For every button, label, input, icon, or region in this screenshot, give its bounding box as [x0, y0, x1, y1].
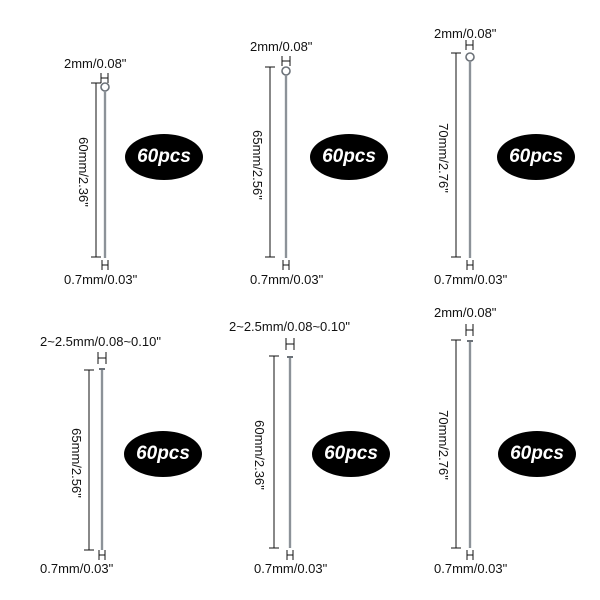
eye-pin-diagram: [451, 40, 475, 270]
product-cell: 2mm/0.08" 70mm/2.76" 0.7mm/0.03" 60pcs: [400, 300, 600, 600]
length-dimension-label: 60mm/2.36": [252, 420, 267, 490]
pin-head: [99, 368, 105, 370]
pin-loop: [465, 52, 475, 62]
wire-dimension-label: 0.7mm/0.03": [434, 272, 508, 287]
eye-pin-diagram: [265, 56, 291, 270]
quantity-badge: 60pcs: [124, 431, 202, 477]
quantity-badge: 60pcs: [312, 431, 390, 477]
head-dimension-label: 2mm/0.08": [250, 39, 313, 54]
length-dimension-label: 60mm/2.36": [76, 137, 91, 207]
product-cell: 2~2.5mm/0.08~0.10" 65mm/2.56" 0.7mm/0.03…: [0, 300, 202, 600]
length-dimension-label: 70mm/2.76": [436, 123, 451, 193]
head-dimension-label: 2mm/0.08": [434, 26, 497, 41]
head-dimension-label: 2mm/0.08": [64, 56, 127, 71]
head-pin-diagram: [269, 338, 295, 560]
length-dimension-label: 65mm/2.56": [69, 428, 84, 498]
pin-loop: [100, 82, 110, 92]
product-cell: 2mm/0.08" 70mm/2.76" 0.7mm/0.03" 60pcs: [400, 0, 600, 300]
wire-dimension-label: 0.7mm/0.03": [40, 561, 114, 576]
quantity-badge: 60pcs: [310, 134, 388, 180]
quantity-badge: 60pcs: [125, 134, 203, 180]
quantity-badge: 60pcs: [497, 134, 575, 180]
eye-pin-diagram: [91, 73, 110, 270]
wire-dimension-label: 0.7mm/0.03": [434, 561, 508, 576]
wire-dimension-label: 0.7mm/0.03": [64, 272, 138, 287]
wire-dimension-label: 0.7mm/0.03": [254, 561, 328, 576]
pin-head: [467, 340, 473, 342]
length-dimension-label: 70mm/2.76": [436, 410, 451, 480]
wire-dimension-label: 0.7mm/0.03": [250, 272, 324, 287]
head-pin-diagram: [451, 324, 474, 560]
head-dimension-label: 2~2.5mm/0.08~0.10": [40, 334, 161, 349]
product-cell: 2~2.5mm/0.08~0.10" 60mm/2.36" 0.7mm/0.03…: [200, 300, 400, 600]
length-dimension-label: 65mm/2.56": [250, 130, 265, 200]
head-dimension-label: 2~2.5mm/0.08~0.10": [229, 319, 350, 334]
pin-head: [287, 356, 293, 358]
pin-loop: [281, 66, 291, 76]
head-pin-diagram: [84, 352, 107, 560]
head-dimension-label: 2mm/0.08": [434, 305, 497, 320]
quantity-badge: 60pcs: [498, 431, 576, 477]
product-cell: 2mm/0.08" 60mm/2.36" 0.7mm/0.03" 60pcs: [0, 0, 203, 300]
product-cell: 2mm/0.08" 65mm/2.56" 0.7mm/0.03" 60pcs: [200, 0, 400, 300]
